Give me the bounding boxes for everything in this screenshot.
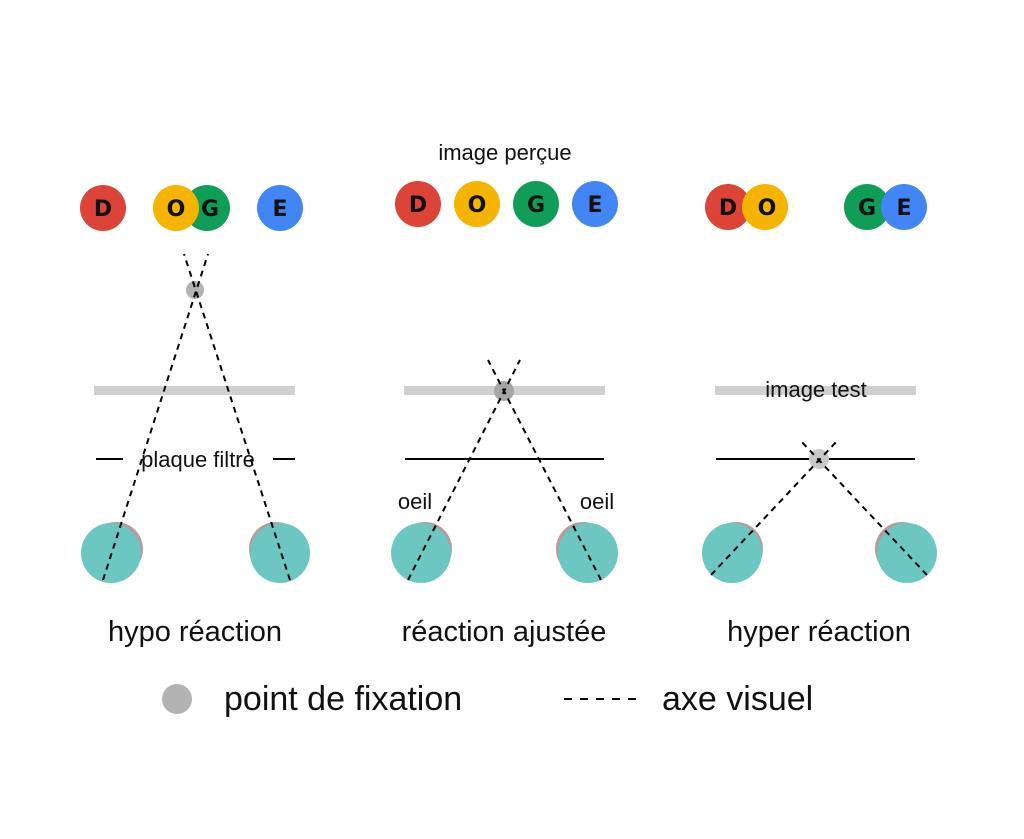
test-image-bar <box>94 386 295 395</box>
visual-axis-right <box>487 359 602 581</box>
ball-letter: O <box>758 196 777 221</box>
left-eye <box>391 522 452 583</box>
ball-letter: G <box>527 193 545 218</box>
ball-g: G <box>513 181 559 227</box>
visual-axis-right <box>183 253 291 581</box>
ball-d: D <box>80 185 126 231</box>
right-eye <box>556 522 618 583</box>
ball-circle <box>257 185 303 231</box>
ball-circle <box>153 185 199 231</box>
ball-letter-g: G <box>201 197 219 222</box>
panel-hyper: O D E G image test hyper réaction <box>702 184 937 648</box>
right-eye <box>249 522 310 583</box>
ball-e: E <box>881 184 927 230</box>
ball-circle <box>513 181 559 227</box>
perceived-letters: D O G E <box>80 185 303 231</box>
ball-letter: E <box>272 197 287 222</box>
ball-d <box>705 184 751 230</box>
ball-e: E <box>572 181 618 227</box>
panel-adjusted: D O G E oeil o <box>391 181 618 648</box>
ball-circle <box>705 184 751 230</box>
left-eye <box>81 522 143 583</box>
ball-letter: O <box>468 193 487 218</box>
right-eye-label: oeil <box>580 489 614 514</box>
ball-circle <box>454 181 500 227</box>
perceived-letters: O D E G <box>705 184 927 230</box>
right-eye <box>875 522 937 583</box>
panel-caption: hypo réaction <box>108 616 282 648</box>
visual-axis-left <box>407 359 521 581</box>
ball-circle <box>395 181 441 227</box>
eye-ball <box>877 523 937 583</box>
ball-letter: E <box>896 196 911 221</box>
panel-caption: réaction ajustée <box>402 616 607 648</box>
ball-circle <box>844 184 890 230</box>
ball-o: O <box>454 181 500 227</box>
ball-letter: E <box>587 193 602 218</box>
ball-o: O <box>153 185 199 231</box>
ball-letter: D <box>409 193 427 218</box>
panel-hypo: D O G E plaque filtre <box>80 185 310 648</box>
eye-ball <box>250 523 310 583</box>
fixation-point <box>186 281 204 299</box>
visual-axis-right <box>799 439 928 576</box>
filter-plate-label: plaque filtre <box>141 447 255 472</box>
legend-fixation-icon <box>162 684 192 714</box>
ball-letter-g: G <box>858 196 876 221</box>
test-image-bar <box>715 386 916 395</box>
eye-ball <box>702 523 762 583</box>
ball-d: D <box>395 181 441 227</box>
visual-axis-left <box>102 253 209 581</box>
legend-axis-label: axe visuel <box>662 680 813 718</box>
eye-ball <box>391 523 451 583</box>
left-eye-label: oeil <box>398 489 432 514</box>
ball-letter: D <box>94 197 112 222</box>
ball-g <box>844 184 890 230</box>
ball-letter: O <box>167 197 186 222</box>
ball-circle <box>80 185 126 231</box>
ball-circle <box>881 184 927 230</box>
visual-axis-left <box>710 439 839 576</box>
eye-ball <box>81 523 141 583</box>
ball-circle <box>742 184 788 230</box>
perceived-letters: D O G E <box>395 181 618 227</box>
perceived-image-label: image perçue <box>438 140 571 165</box>
legend: point de fixation axe visuel <box>162 680 813 718</box>
test-image-label: image test <box>765 377 867 402</box>
ball-circle <box>572 181 618 227</box>
panel-caption: hyper réaction <box>727 616 911 648</box>
ball-letter-d: D <box>719 196 737 221</box>
ball-o: O <box>742 184 788 230</box>
ball-e: E <box>257 185 303 231</box>
legend-fixation-label: point de fixation <box>224 680 462 718</box>
eye-ball <box>558 523 618 583</box>
